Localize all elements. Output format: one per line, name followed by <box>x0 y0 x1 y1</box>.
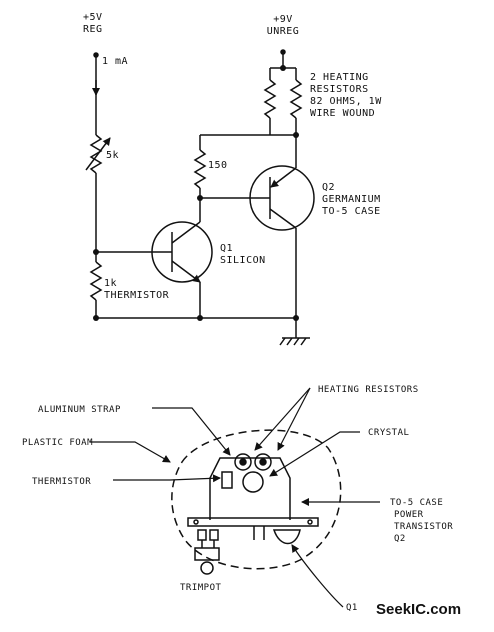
thermistor-label: THERMISTOR <box>104 290 170 301</box>
thermistor-body <box>221 471 233 489</box>
trimpot-label: TRIMPOT <box>180 583 222 593</box>
q2-label-1: Q2 <box>322 182 335 193</box>
q1-leader <box>291 544 344 608</box>
heating-leader-1 <box>254 387 311 451</box>
power-transistor-label-4: Q2 <box>394 534 406 544</box>
thermistor-1k <box>89 253 103 318</box>
thermistor-leader <box>113 474 221 483</box>
heating-resistor-2 <box>254 453 272 471</box>
q2-label-3: TO-5 CASE <box>322 206 381 217</box>
supply-9v-label: +9V <box>273 14 293 25</box>
schematic <box>85 49 315 346</box>
plastic-foam-leader <box>90 441 171 463</box>
thermistor-assembly-label: THERMISTOR <box>32 477 91 487</box>
aluminum-strap <box>209 457 291 520</box>
junction-dots <box>93 65 299 321</box>
heating-resistors <box>263 68 303 135</box>
supply-9v-sublabel: UNREG <box>267 26 300 37</box>
heating-label-4: WIRE WOUND <box>310 108 375 119</box>
pot-label: 5k <box>106 150 119 161</box>
thermistor-value-label: 1k <box>104 278 117 289</box>
q1-body <box>272 529 301 545</box>
q1-assembly-label: Q1 <box>346 603 358 613</box>
assembly-labels: ALUMINUM STRAP HEATING RESISTORS PLASTIC… <box>22 385 453 613</box>
heating-label-2: RESISTORS <box>310 84 369 95</box>
q1-transistor <box>96 198 213 318</box>
q1-label-1: Q1 <box>220 243 233 254</box>
q1-label-2: SILICON <box>220 255 266 266</box>
power-transistor-label-2: POWER <box>394 510 424 520</box>
q2-label-2: GERMANIUM <box>322 194 381 205</box>
base-plate <box>187 517 319 527</box>
power-transistor-label-3: TRANSISTOR <box>394 522 453 532</box>
potentiometer-5k <box>85 134 111 174</box>
resistor-150 <box>193 135 246 199</box>
assembly-leaders <box>90 387 380 608</box>
schematic-labels: +5V REG 1 mA 5k +9V UNREG 2 HEATING RESI… <box>83 12 382 301</box>
aluminum-strap-label: ALUMINUM STRAP <box>38 405 121 415</box>
trimpot <box>194 529 220 575</box>
q2-transistor <box>246 135 315 318</box>
heating-label-1: 2 HEATING <box>310 72 369 83</box>
power-transistor-label-1: TO-5 CASE <box>390 498 443 508</box>
resistor-150-label: 150 <box>208 160 228 171</box>
watermark: SeekIC.com <box>376 601 461 618</box>
heating-label-3: 82 OHMS, 1W <box>310 96 382 107</box>
current-label: 1 mA <box>102 56 128 67</box>
supply-5v-sublabel: REG <box>83 24 103 35</box>
ground-bus <box>96 317 310 346</box>
crystal-label: CRYSTAL <box>368 428 409 438</box>
heating-resistors-label: HEATING RESISTORS <box>318 385 419 395</box>
heating-leader-2 <box>277 387 311 451</box>
aluminum-strap-leader <box>152 407 231 456</box>
plastic-foam-label: PLASTIC FOAM <box>22 438 93 448</box>
heating-resistor-1 <box>234 453 252 471</box>
crystal-leader <box>269 431 360 477</box>
crystal <box>242 471 264 493</box>
supply-9v-rail <box>200 49 296 136</box>
supply-5v-label: +5V <box>83 12 103 23</box>
